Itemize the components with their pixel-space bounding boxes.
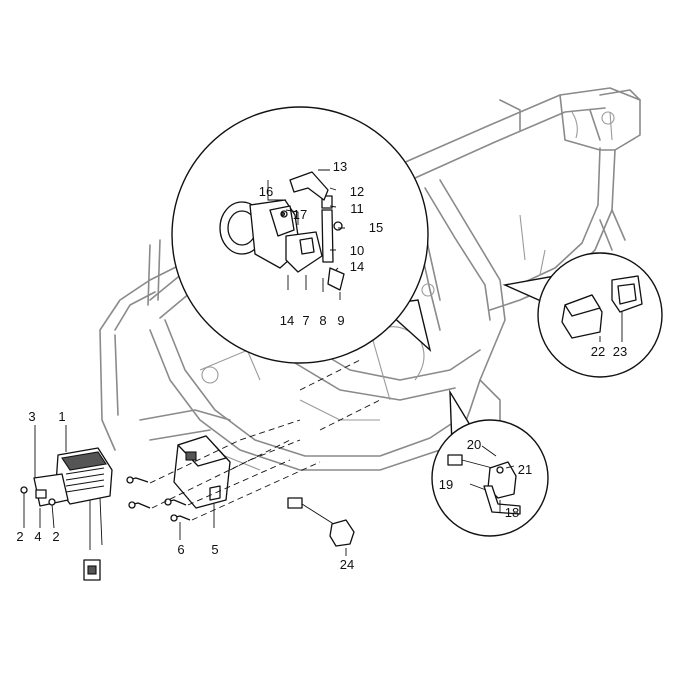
sensor-detail-bubble [431, 389, 549, 537]
callout-label: 6 [177, 542, 184, 557]
assembly-lines [149, 359, 381, 521]
callout-label: 17 [293, 207, 307, 222]
callout-label: 14 [280, 313, 294, 328]
relay-detail-bubble [502, 252, 663, 378]
callout-label: 18 [505, 505, 519, 520]
sensor-harness [287, 497, 355, 556]
callout-label: 24 [340, 557, 354, 572]
callout-label: 2 [16, 529, 23, 544]
throttle-detail-bubble [171, 106, 432, 364]
callout-label: 21 [518, 462, 532, 477]
callout-label: 14 [350, 259, 364, 274]
screws [126, 476, 191, 522]
callout-label: 8 [319, 313, 326, 328]
callout-label: 22 [591, 344, 605, 359]
callout-labels: 1 2 2 3 4 5 6 7 8 9 10 11 12 13 14 14 15… [16, 159, 627, 572]
callout-label: 5 [211, 542, 218, 557]
callout-label: 7 [302, 313, 309, 328]
callout-label: 10 [350, 243, 364, 258]
callout-label: 11 [350, 201, 364, 216]
ecu-module [126, 435, 231, 540]
voltage-regulator [20, 425, 113, 581]
callout-label: 23 [613, 344, 627, 359]
callout-label: 3 [28, 409, 35, 424]
callout-label: 9 [337, 313, 344, 328]
callout-label: 19 [439, 477, 453, 492]
callout-label: 2 [52, 529, 59, 544]
callout-label: 15 [369, 220, 383, 235]
callout-label: 12 [350, 184, 364, 199]
callout-label: 16 [259, 184, 273, 199]
callout-label: 4 [34, 529, 41, 544]
callout-label: 1 [58, 409, 65, 424]
callout-label: 20 [467, 437, 481, 452]
callout-label: 13 [333, 159, 347, 174]
